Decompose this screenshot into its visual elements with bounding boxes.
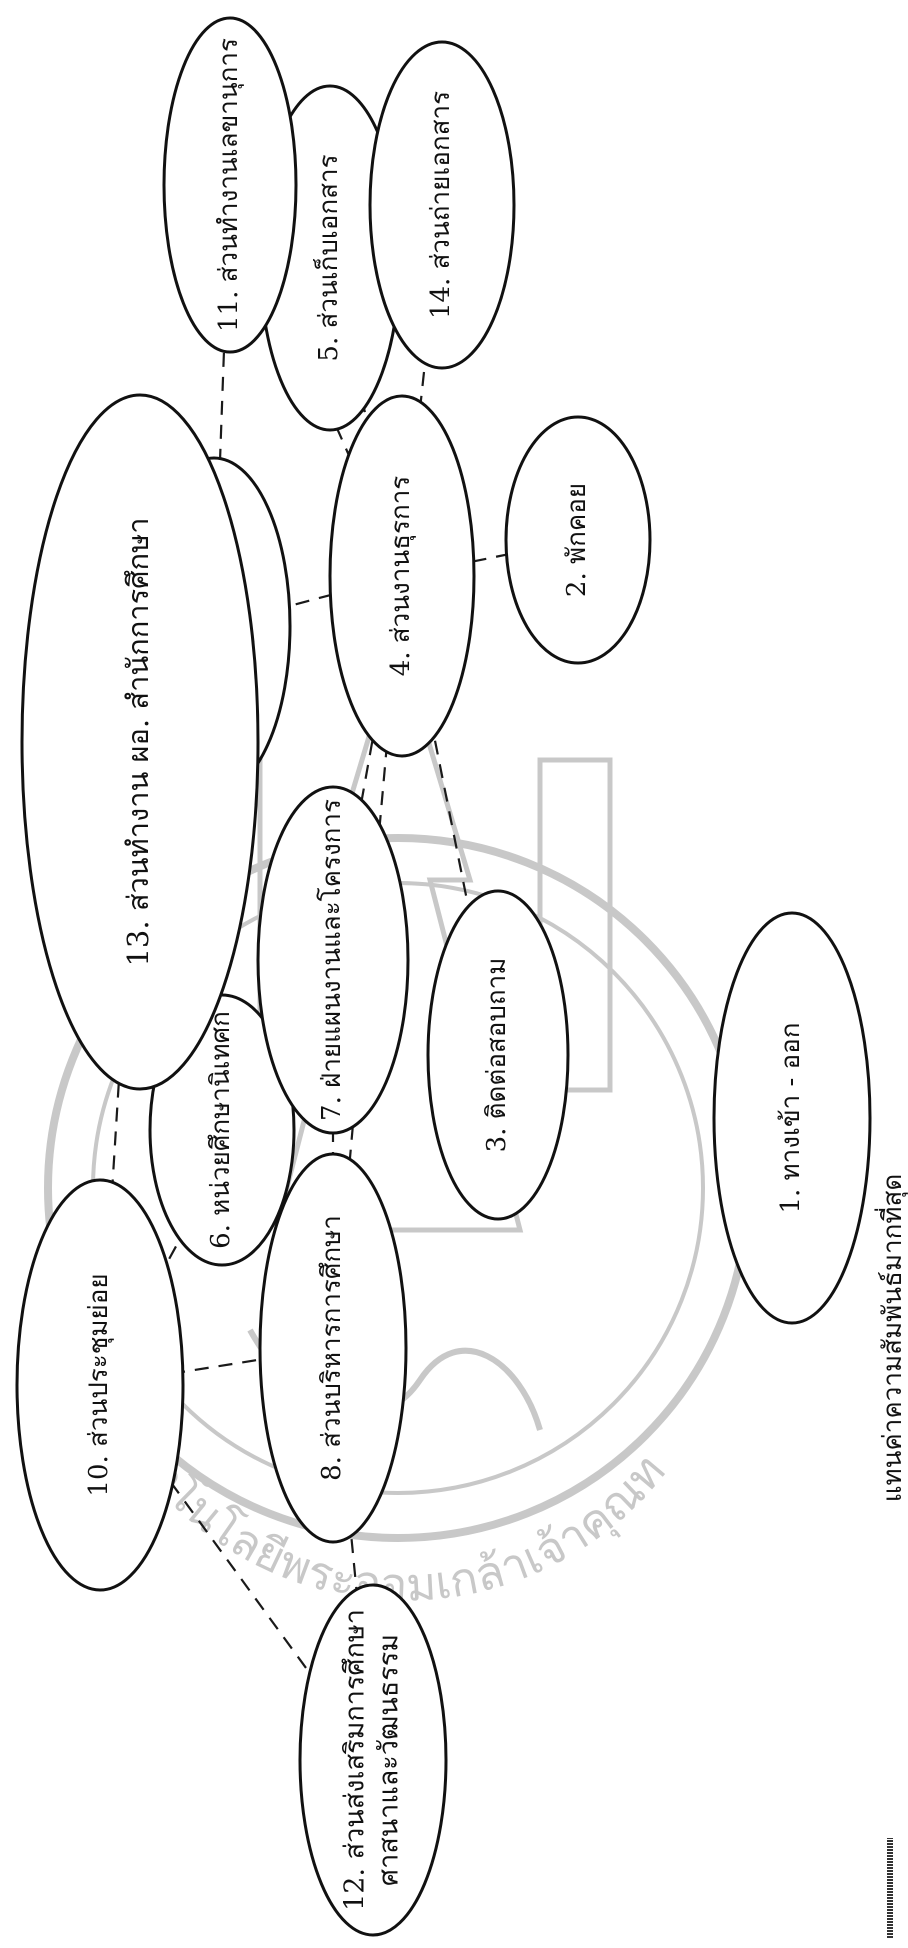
node-n8: 8. ส่วนบริหารการศึกษา [258, 1152, 408, 1544]
node-label: 3. ติดต่อสอบถาม [482, 958, 512, 1153]
node-label: 2. พักคอย [562, 483, 592, 597]
node-n10: 10. ส่วนประชุมย่อย [15, 1178, 185, 1592]
node-bubble [298, 1583, 448, 1937]
node-bubble [15, 1178, 185, 1592]
node-label: 5. ส่วนเก็บเอกสาร [312, 154, 344, 361]
node-label: 10. ส่วนประชุมย่อย [84, 1273, 114, 1496]
node-n14: 14. ส่วนถ่ายเอกสาร [368, 40, 516, 370]
node-bubble [328, 394, 476, 758]
node-bubble [368, 40, 516, 370]
node-label: 12. ส่วนส่งเสริมการศึกษา [340, 1609, 371, 1911]
node-bubble [20, 393, 260, 1091]
node-n13: 13. ส่วนทำงาน ผอ. สำนักการศึกษา [20, 393, 260, 1091]
node-n4: 4. ส่วนงานธุรการ [328, 394, 476, 758]
node-label: 14. ส่วนถ่ายเอกสาร [426, 91, 456, 319]
node-label: 8. ส่วนบริหารการศึกษา [317, 1215, 347, 1481]
space-nodes: 1. ทางเข้า - ออก 2. พักคอย 3. ติดต่อสอบถาม… [15, 16, 872, 1937]
node-n1: 1. ทางเข้า - ออก [712, 911, 872, 1325]
node-label: 13. ส่วนทำงาน ผอ. สำนักการศึกษา [121, 517, 155, 966]
node-label: 4. ส่วนงานธุรการ [386, 476, 416, 677]
node-n3: 3. ติดต่อสอบถาม [426, 889, 570, 1221]
node-n11: 11. ส่วนทำงานเลขานุการ [162, 16, 298, 354]
node-n12: 12. ส่วนส่งเสริมการศึกษาศาสนาและวัฒนธรรม [298, 1583, 448, 1937]
node-label: 7. ฝ่ายแผนงานและโครงการ [316, 799, 347, 1121]
node-bubble [504, 415, 652, 665]
node-label: 1. ทางเข้า - ออก [776, 1022, 806, 1213]
node-label: 6. หน่วยศึกษานิเทศก์ [206, 1011, 236, 1249]
node-n2: 2. พักคอย [504, 415, 652, 665]
node-bubble [712, 911, 872, 1325]
node-bubble [256, 785, 410, 1135]
node-bubble [426, 889, 570, 1221]
legend: แทนค่าความสัมพันธ์มากที่สุด [874, 1174, 908, 1938]
node-bubble [258, 1152, 408, 1544]
node-label: 11. ส่วนทำงานเลขานุการ [214, 38, 244, 332]
node-bubble [162, 16, 298, 354]
legend-label: แทนค่าความสัมพันธ์มากที่สุด [874, 1174, 908, 1503]
node-label: ศาสนาและวัฒนธรรม [373, 1634, 404, 1886]
node-n7: 7. ฝ่ายแผนงานและโครงการ [256, 785, 410, 1135]
